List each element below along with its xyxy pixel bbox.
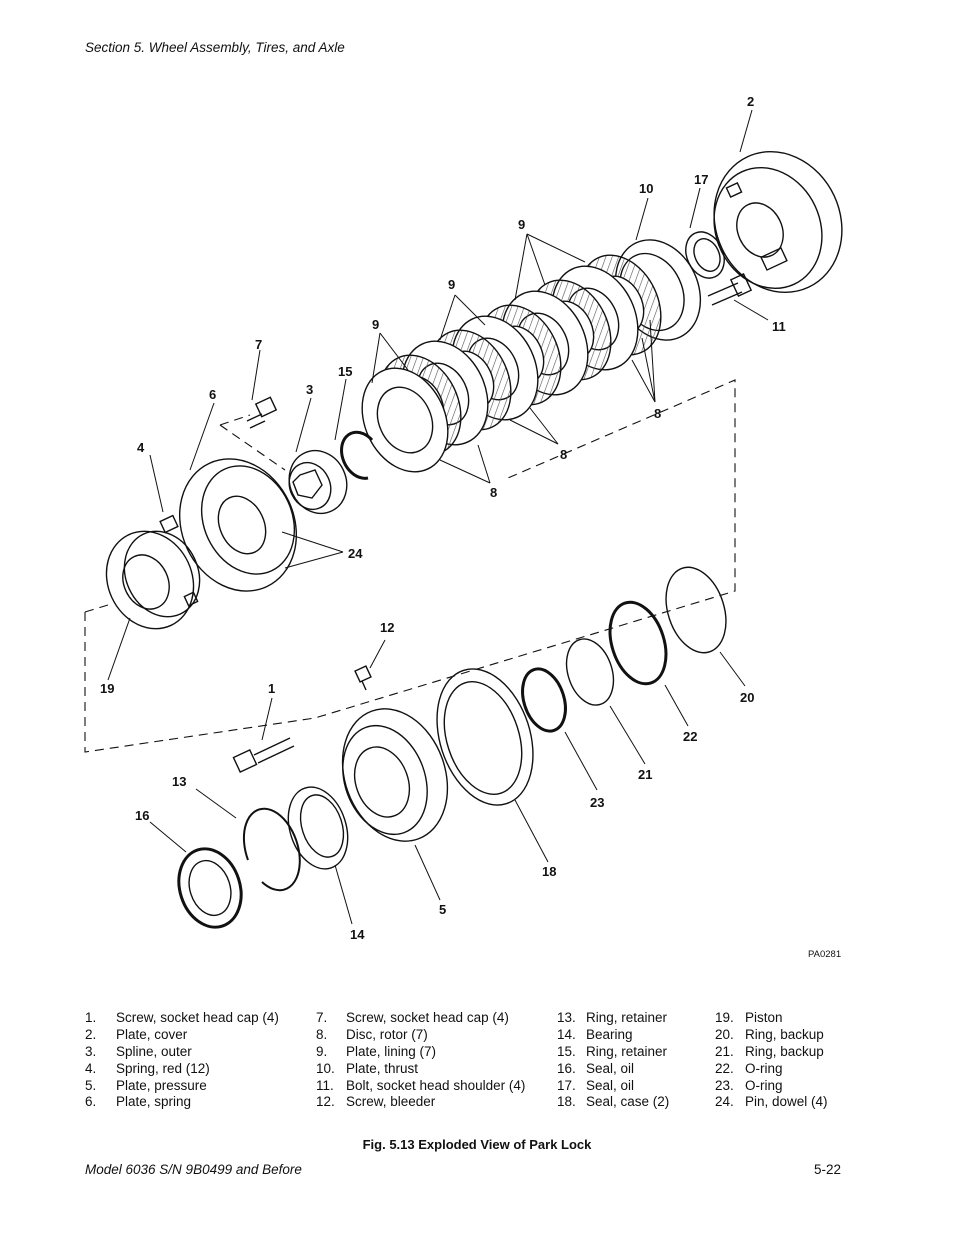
leader-lines [107,109,769,925]
case-seal-18 [436,668,534,806]
outer-spline-3 [288,449,348,515]
cap-screw-7 [246,396,278,429]
legend-item: 18.Seal, case (2) [557,1094,670,1110]
callout-label: 24 [348,546,363,561]
legend-item: 22.O-ring [715,1060,783,1076]
legend-item: 17.Seal, oil [557,1077,635,1093]
backup-ring-20 [665,566,727,654]
oil-seal-16 [177,847,243,929]
diagram-code: PA0281 [808,949,841,960]
callout-label: 5 [439,902,446,917]
callout-label: 1 [268,681,275,696]
legend-item: 6.Plate, spring [85,1094,192,1110]
o-ring-23 [521,667,567,733]
spring-4 [159,514,179,534]
o-ring-22 [608,600,668,686]
spring-plate-6 [178,458,298,592]
callout-label: 20 [740,690,754,705]
callout-label: 23 [590,795,604,810]
legend-item: 12.Screw, bleeder [316,1094,436,1110]
legend-item: 14.Bearing [557,1026,633,1042]
callout-label: 8 [654,406,661,421]
callout-label: 10 [639,181,653,196]
shoulder-bolt-11 [707,272,753,306]
page-number: 5-22 [813,1162,841,1177]
retainer-ring-15 [340,430,374,480]
retainer-ring-13 [242,807,301,892]
legend-column: 13.Ring, retainer 14.Bearing 15.Ring, re… [557,1010,669,1111]
callout-label: 2 [747,94,754,109]
callout-label: 4 [137,440,145,455]
callout-label: 16 [135,808,149,823]
callout-label: 11 [772,319,786,334]
footer-model: Model 6036 S/N 9B0499 and Before [85,1162,302,1177]
assembly-outline [84,379,736,753]
legend-item: 11.Bolt, socket head shoulder (4) [316,1077,526,1093]
pressure-plate-5 [341,708,449,842]
disc-stack [361,254,662,473]
legend-item: 23.O-ring [715,1077,783,1093]
exploded-view-diagram: 2 17 10 9 9 9 11 7 15 6 3 4 8 8 8 24 12 … [84,94,843,960]
callout-label: 22 [683,729,697,744]
callout-label: 14 [350,927,365,942]
piston-19 [105,530,201,630]
legend-item: 5.Plate, pressure [85,1077,207,1093]
legend-item: 10.Plate, thrust [316,1060,419,1076]
callout-label: 19 [100,681,114,696]
legend-item: 20.Ring, backup [715,1026,824,1042]
legend-item: 3.Spline, outer [85,1043,192,1059]
legend-item: 8.Disc, rotor (7) [316,1026,428,1042]
callout-labels: 2 17 10 9 9 9 11 7 15 6 3 4 8 8 8 24 12 … [100,94,786,942]
section-header: Section 5. Wheel Assembly, Tires, and Ax… [85,40,345,55]
figure-caption: Fig. 5.13 Exploded View of Park Lock [362,1137,592,1152]
callout-label: 3 [306,382,313,397]
legend-item: 2.Plate, cover [85,1026,188,1042]
legend-item: 13.Ring, retainer [557,1010,668,1025]
callout-label: 8 [560,447,567,462]
legend-item: 4.Spring, red (12) [85,1060,210,1076]
callout-label: 15 [338,364,352,379]
legend-item: 16.Seal, oil [557,1060,635,1076]
legend-item: 7.Screw, socket head cap (4) [316,1010,509,1025]
oil-seal-17 [685,231,725,279]
bleeder-screw-12 [354,665,372,691]
callout-label: 13 [172,774,186,789]
legend-item: 24.Pin, dowel (4) [715,1094,828,1110]
legend-column: 7.Screw, socket head cap (4) 8.Disc, rot… [316,1010,525,1111]
bearing-14 [287,786,349,870]
callout-label: 9 [518,217,525,232]
cover-plate-2 [713,150,843,294]
legend-column: 19.Piston 20.Ring, backup 21.Ring, backu… [715,1010,828,1111]
legend-item: 15.Ring, retainer [557,1043,668,1059]
callout-label: 9 [448,277,455,292]
callout-label: 8 [490,485,497,500]
callout-label: 21 [638,767,652,782]
backup-ring-21 [565,638,615,706]
legend-column: 1.Screw, socket head cap (4) 2.Plate, co… [85,1010,279,1111]
cap-screw-1 [232,737,295,773]
legend-item: 19.Piston [715,1010,783,1025]
legend-item: 1.Screw, socket head cap (4) [85,1010,279,1025]
callout-label: 12 [380,620,394,635]
callout-label: 6 [209,387,216,402]
callout-label: 7 [255,337,262,352]
legend-item: 9.Plate, lining (7) [316,1043,437,1059]
callout-label: 18 [542,864,556,879]
callout-label: 9 [372,317,379,332]
legend-item: 21.Ring, backup [715,1043,824,1059]
callout-label: 17 [694,172,708,187]
